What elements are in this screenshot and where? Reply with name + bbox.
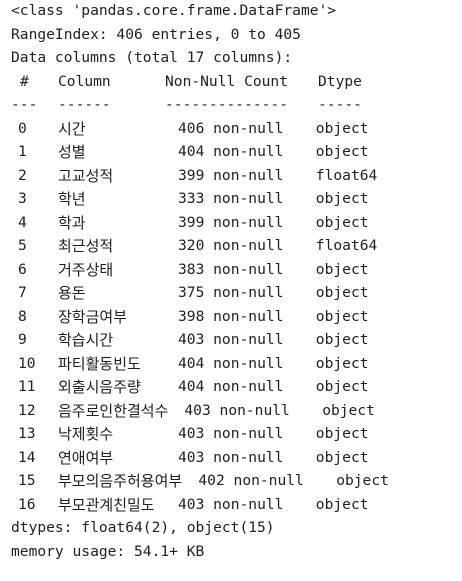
class-line: <class 'pandas.core.frame.DataFrame'> [11, 2, 337, 19]
row-dtype: object [315, 354, 369, 372]
row-column-name: 최근성적 [58, 237, 114, 255]
row-non-null-count: 333 non-null [178, 190, 284, 207]
header-column: Column [58, 72, 111, 90]
row-non-null-count: 383 non-null [178, 260, 284, 278]
row-index: 3 [18, 190, 27, 207]
row-dtype: object [315, 448, 369, 466]
row-dtype: object [315, 190, 369, 207]
row-non-null-count: 403 non-null [178, 331, 284, 348]
row-column-name: 학년 [58, 190, 86, 208]
row-column-name: 거주상태 [58, 260, 114, 279]
row-column-name: 연애여부 [58, 448, 114, 467]
row-non-null-count: 403 non-null [178, 448, 284, 466]
row-index: 15 [18, 472, 36, 489]
row-dtype: object [315, 307, 369, 325]
row-column-name: 장학금여부 [58, 307, 128, 326]
row-non-null-count: 320 non-null [178, 237, 284, 254]
row-non-null-count: 403 non-null [178, 495, 284, 513]
row-non-null-count: 403 non-null [184, 401, 290, 419]
row-dtype: float64 [315, 166, 378, 184]
row-column-name: 파티활동빈도 [58, 354, 141, 373]
separator-dtype: ----- [318, 96, 362, 113]
row-dtype: object [315, 378, 369, 395]
row-non-null-count: 399 non-null [178, 166, 284, 184]
row-non-null-count: 404 non-null [178, 143, 284, 160]
row-index: 8 [18, 307, 27, 325]
row-column-name: 음주로인한결석수 [58, 401, 169, 420]
memory-usage-line: memory usage: 54.1+ KB [11, 542, 205, 560]
row-dtype: object [315, 119, 369, 137]
row-non-null-count: 398 non-null [178, 307, 284, 325]
row-non-null-count: 402 non-null [198, 472, 304, 489]
row-non-null-count: 375 non-null [178, 284, 284, 301]
row-index: 14 [18, 448, 36, 466]
row-index: 11 [18, 378, 36, 395]
row-index: 16 [18, 495, 36, 513]
row-dtype: object [322, 401, 375, 419]
row-column-name: 부모관계친밀도 [58, 495, 155, 514]
row-index: 4 [18, 213, 27, 231]
row-index: 5 [18, 237, 27, 254]
row-dtype: object [315, 425, 369, 442]
row-column-name: 성별 [58, 143, 86, 161]
separator-column: ------ [58, 96, 111, 113]
row-index: 1 [18, 143, 27, 160]
row-dtype: object [315, 284, 369, 301]
row-dtype: object [315, 143, 369, 160]
row-column-name: 외출시음주량 [58, 378, 141, 396]
row-dtype: float64 [315, 237, 378, 254]
row-column-name: 학습시간 [58, 331, 114, 349]
row-non-null-count: 404 non-null [178, 378, 284, 395]
row-index: 7 [18, 284, 27, 301]
row-dtype: object [315, 260, 369, 278]
separator-non-null-count: -------------- [165, 96, 289, 113]
row-index: 6 [18, 260, 27, 278]
row-index: 10 [18, 354, 36, 372]
row-index: 13 [18, 425, 36, 442]
dtypes-line: dtypes: float64(2), object(15) [11, 519, 275, 536]
row-index: 0 [18, 119, 27, 137]
row-dtype: object [315, 213, 369, 231]
range-index-line: RangeIndex: 406 entries, 0 to 405 [11, 25, 301, 43]
row-non-null-count: 404 non-null [178, 354, 284, 372]
row-index: 9 [18, 331, 27, 348]
row-dtype: object [336, 472, 389, 489]
row-non-null-count: 403 non-null [178, 425, 284, 442]
row-column-name: 낙제횟수 [58, 425, 114, 443]
data-columns-line: Data columns (total 17 columns): [11, 49, 293, 66]
header-index: # [20, 72, 29, 90]
row-column-name: 용돈 [58, 284, 86, 302]
row-column-name: 고교성적 [58, 166, 114, 185]
row-dtype: object [315, 331, 369, 348]
row-index: 2 [18, 166, 27, 184]
row-column-name: 학과 [58, 213, 86, 232]
row-index: 12 [18, 401, 36, 419]
header-dtype: Dtype [318, 72, 362, 90]
row-column-name: 시간 [58, 119, 86, 138]
header-non-null-count: Non-Null Count [165, 72, 289, 90]
row-non-null-count: 399 non-null [178, 213, 284, 231]
separator-index: --- [11, 96, 38, 113]
row-column-name: 부모의음주허용여부 [58, 472, 183, 490]
row-dtype: object [315, 495, 369, 513]
row-non-null-count: 406 non-null [178, 119, 284, 137]
